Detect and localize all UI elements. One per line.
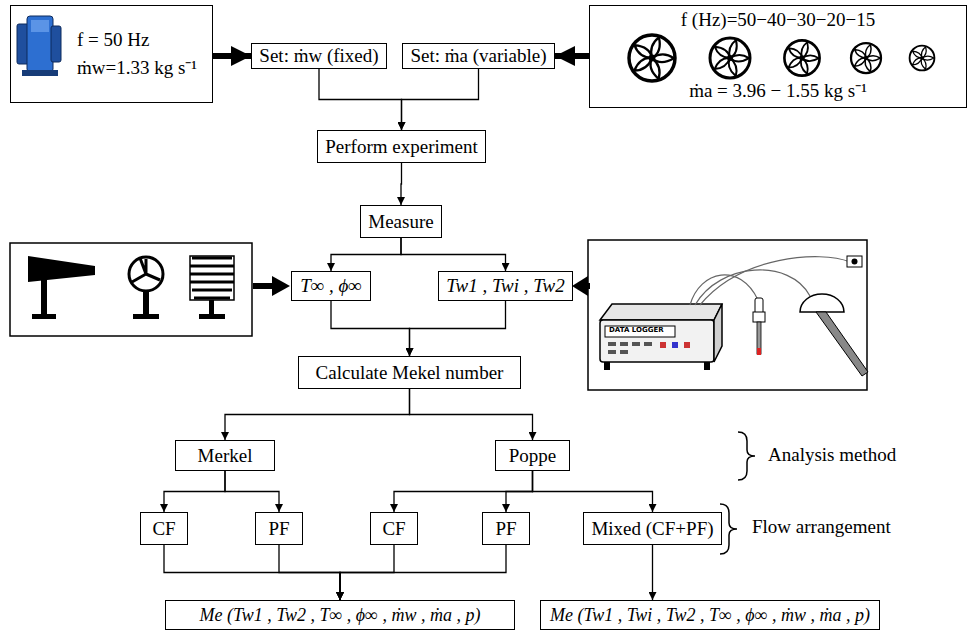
flow-box: PF: [482, 512, 530, 545]
connector: [279, 545, 340, 600]
node-text: ṁw=1.33 kg s⁻¹: [77, 57, 197, 79]
input-arrow: [253, 276, 290, 296]
connector: [340, 545, 506, 600]
annotation: Flow arrangement: [752, 516, 891, 538]
fan-box: f (Hz)=50−40−30−20−15 ṁa = 3.96 − 1.55 kg…: [589, 5, 967, 108]
connector: [400, 163, 402, 205]
node-text: T∞ , ϕ∞: [300, 275, 362, 297]
flow-box: CF: [140, 512, 188, 545]
result-box: Me (Tw1 , Tw2 , T∞ , ϕ∞ , ṁw , ṁa , p): [165, 600, 515, 630]
process-box: Measure: [360, 205, 442, 238]
connector: [225, 389, 410, 440]
node-text: Me (Tw1 , Twi , Tw2 , T∞ , ϕ∞ , ṁw , ṁa …: [550, 605, 870, 626]
connector: [164, 471, 225, 512]
method-box: Merkel: [175, 440, 275, 471]
process-box: Perform experiment: [317, 130, 486, 163]
connector: [410, 301, 506, 356]
bracket: [720, 504, 737, 554]
node-text: Set: ṁa (variable): [410, 45, 546, 67]
connector: [401, 238, 506, 271]
node-text: Merkel: [198, 445, 253, 467]
radiation-shield: [190, 256, 234, 319]
setting-box: Set: ṁa (variable): [402, 43, 555, 69]
data-logger: [600, 304, 722, 370]
temperature-probe: [753, 298, 765, 355]
flow-box: PF: [255, 512, 303, 545]
connector: [410, 389, 533, 440]
input-arrow: [572, 276, 590, 296]
wind-vane: [28, 256, 95, 319]
node-text: Mixed (CF+PF): [591, 518, 713, 540]
setting-box: Set: ṁw (fixed): [251, 43, 387, 69]
node-text: Set: ṁw (fixed): [259, 45, 378, 67]
connector: [331, 301, 410, 356]
node-text: PF: [268, 518, 289, 540]
node-text: Calculate Mekel number: [316, 362, 504, 384]
result-box: Me (Tw1 , Twi , Tw2 , T∞ , ϕ∞ , ṁw , ṁa …: [540, 600, 880, 630]
connector: [164, 545, 340, 600]
node-text: f = 50 Hz: [77, 29, 149, 51]
pump-icon: [17, 16, 61, 76]
connector: [652, 545, 653, 600]
node-text: Measure: [368, 211, 433, 233]
connector: [331, 238, 401, 271]
connector: [533, 471, 653, 512]
thick-arrow: [555, 53, 589, 59]
connector: [506, 471, 533, 512]
measure-box: T∞ , ϕ∞: [291, 271, 371, 301]
small-sensor: [847, 256, 862, 267]
connector: [225, 471, 279, 512]
node-text: CF: [382, 518, 405, 540]
node-text: Perform experiment: [325, 136, 477, 158]
measure-box: Tw1 , Twi , Tw2: [438, 271, 573, 301]
annotation: Analysis method: [768, 444, 896, 466]
dome-sensor: [800, 294, 868, 376]
connector: [319, 69, 402, 130]
logger-frame: [588, 240, 867, 390]
connector: [402, 69, 479, 130]
node-text: Tw1 , Twi , Tw2: [446, 275, 564, 297]
process-box: Calculate Mekel number: [298, 356, 521, 389]
node-text: CF: [152, 518, 175, 540]
thick-arrow: [213, 53, 251, 59]
method-box: Poppe: [495, 440, 570, 471]
anemometer: [129, 257, 163, 319]
bracket: [738, 432, 755, 480]
node-text: ṁa = 3.96 − 1.55 kg s⁻¹: [689, 80, 867, 102]
node-text: Poppe: [509, 445, 557, 467]
instrument-frame: [10, 243, 252, 336]
pump-box: f = 50 Hz ṁw=1.33 kg s⁻¹: [10, 5, 213, 103]
fan-icons: [629, 35, 934, 81]
device-label: DATA LOGGER: [609, 326, 664, 334]
node-text: PF: [495, 518, 516, 540]
flow-box: Mixed (CF+PF): [583, 512, 722, 545]
connector: [394, 471, 533, 512]
node-text: f (Hz)=50−40−30−20−15: [681, 9, 875, 31]
flow-box: CF: [370, 512, 418, 545]
node-text: Me (Tw1 , Tw2 , T∞ , ϕ∞ , ṁw , ṁa , p): [200, 605, 481, 626]
